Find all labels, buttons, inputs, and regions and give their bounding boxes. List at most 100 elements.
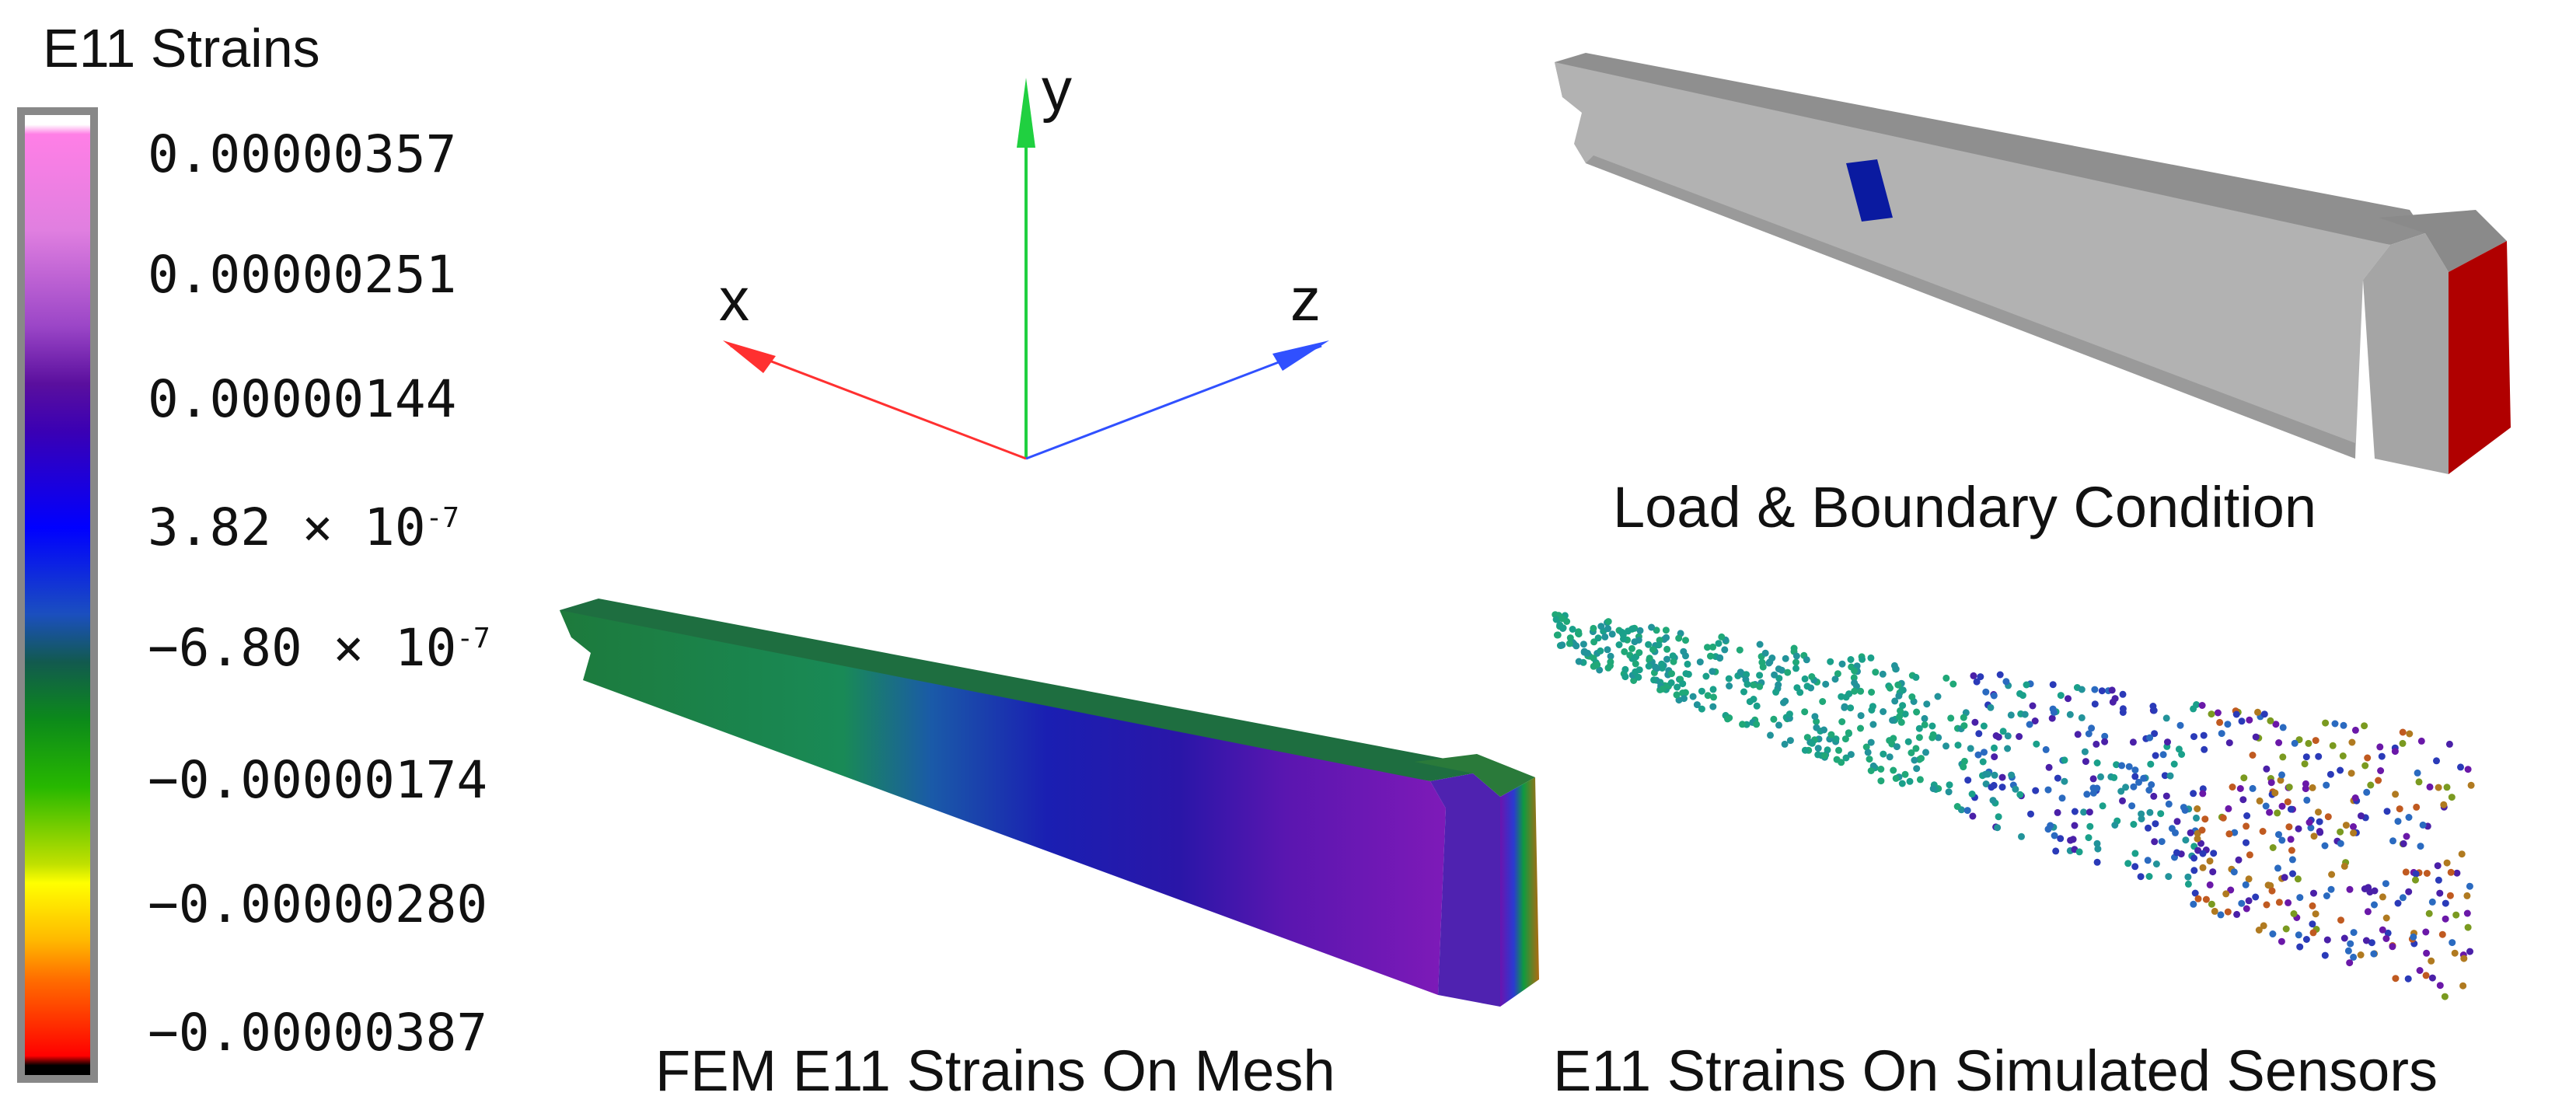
sensor-point (1737, 668, 1744, 676)
sensor-scatter (1552, 611, 2475, 1000)
sensor-point (2463, 892, 2471, 899)
sensor-point (2152, 860, 2160, 867)
sensor-point (1756, 682, 1764, 690)
sensor-point (1898, 780, 1906, 787)
sensor-point (2229, 784, 2236, 791)
sensor-point (2214, 709, 2222, 717)
sensor-point (2323, 936, 2331, 944)
sensor-point (2199, 790, 2207, 798)
sensor-point (2399, 739, 2407, 747)
sensor-point (2131, 863, 2139, 871)
sensor-point (2363, 788, 2371, 796)
sensor-point (1630, 654, 1638, 661)
sensor-point (2442, 899, 2449, 907)
caption-sensors: E11 Strains On Simulated Sensors (1553, 1038, 2438, 1103)
mesh-end-block (1430, 773, 1500, 1007)
sensor-point (2289, 870, 2296, 878)
sensor-point (2376, 743, 2384, 751)
sensor-point (2131, 773, 2139, 780)
sensor-point (2337, 916, 2344, 924)
sensor-point (1869, 703, 1876, 710)
sensor-point (1715, 640, 1723, 648)
sensor-point (2238, 899, 2246, 907)
sensor-point (1753, 702, 1761, 710)
sensor-point (2310, 889, 2317, 897)
sensor-point (2383, 808, 2391, 815)
sensor-point (2278, 802, 2286, 810)
sensor-point (1868, 689, 1876, 696)
sensor-point (2309, 784, 2316, 791)
mesh-side-face (560, 610, 1446, 995)
sensor-point (2287, 805, 2295, 813)
sensor-point (1740, 688, 1747, 696)
sensor-point (2269, 844, 2277, 851)
sensor-point (2316, 818, 2323, 826)
sensor-point (2119, 690, 2127, 698)
sensor-point (1946, 781, 1953, 789)
sensor-point (2151, 838, 2159, 846)
sensor-point (2048, 714, 2056, 722)
sensor-point (1970, 672, 1977, 679)
sensor-point (1981, 770, 1989, 778)
sensor-point (2162, 792, 2170, 800)
sensor-point (1908, 693, 1916, 700)
sensor-point (2350, 929, 2358, 937)
sensor-point (2184, 880, 2192, 888)
sensor-point (1913, 765, 1921, 773)
z-axis-label: z (1290, 265, 1321, 333)
sensor-point (2392, 791, 2400, 798)
sensor-point (2201, 815, 2209, 823)
sensor-point (2225, 739, 2233, 747)
sensor-point (2066, 710, 2074, 718)
sensor-point (2329, 742, 2337, 749)
sensor-point (2323, 892, 2330, 899)
sensor-point (1775, 721, 1782, 729)
sensor-point (1942, 674, 1950, 682)
sensor-point (2422, 972, 2430, 979)
sensor-point (2235, 856, 2243, 864)
sensor-point (2272, 721, 2280, 728)
sensor-point (2443, 859, 2451, 867)
sensor-point (2402, 868, 2410, 876)
sensor-point (1682, 670, 1690, 678)
sensor-point (1982, 688, 1990, 696)
sensor-point (1554, 631, 1562, 639)
sensor-point (2128, 802, 2136, 810)
sensor-point (1673, 691, 1681, 699)
sensor-point (1857, 724, 1864, 732)
sensor-point (1994, 824, 2002, 832)
sensor-point (1929, 734, 1936, 742)
sensor-point (1679, 680, 1687, 688)
sensor-point (2417, 737, 2425, 745)
sensor-point (1911, 756, 1918, 764)
sensor-point (1921, 714, 1929, 722)
sensor-point (1707, 652, 1714, 660)
sensor-point (1808, 673, 1816, 680)
sensor-point (1845, 729, 1852, 737)
sensor-point (2370, 950, 2378, 958)
sensor-point (2002, 678, 2010, 686)
sensor-point (1813, 724, 1820, 731)
sensor-point (1635, 666, 1643, 674)
sensor-point (2425, 909, 2433, 917)
sensor-point (1954, 742, 1962, 749)
sensor-point (1877, 766, 1885, 773)
sensor-point (2294, 875, 2302, 883)
sensor-point (2423, 949, 2431, 957)
sensor-point (1850, 674, 1858, 682)
sensor-point (1659, 685, 1667, 693)
sensor-point (2323, 781, 2330, 789)
sensor-point (2081, 748, 2089, 756)
sensor-point (2377, 767, 2385, 774)
sensor-point (2151, 730, 2159, 738)
sensor-point (2093, 839, 2101, 847)
sensor-point (2232, 710, 2240, 718)
sensor-point (2391, 748, 2399, 756)
sensor-point (2337, 839, 2344, 847)
sensor-point (2348, 738, 2356, 746)
sensor-point (2351, 794, 2359, 801)
sensor-point (1987, 703, 1995, 711)
sensor-point (1772, 688, 1780, 696)
sensor-point (1835, 746, 1842, 754)
sensor-point (1786, 737, 1794, 745)
